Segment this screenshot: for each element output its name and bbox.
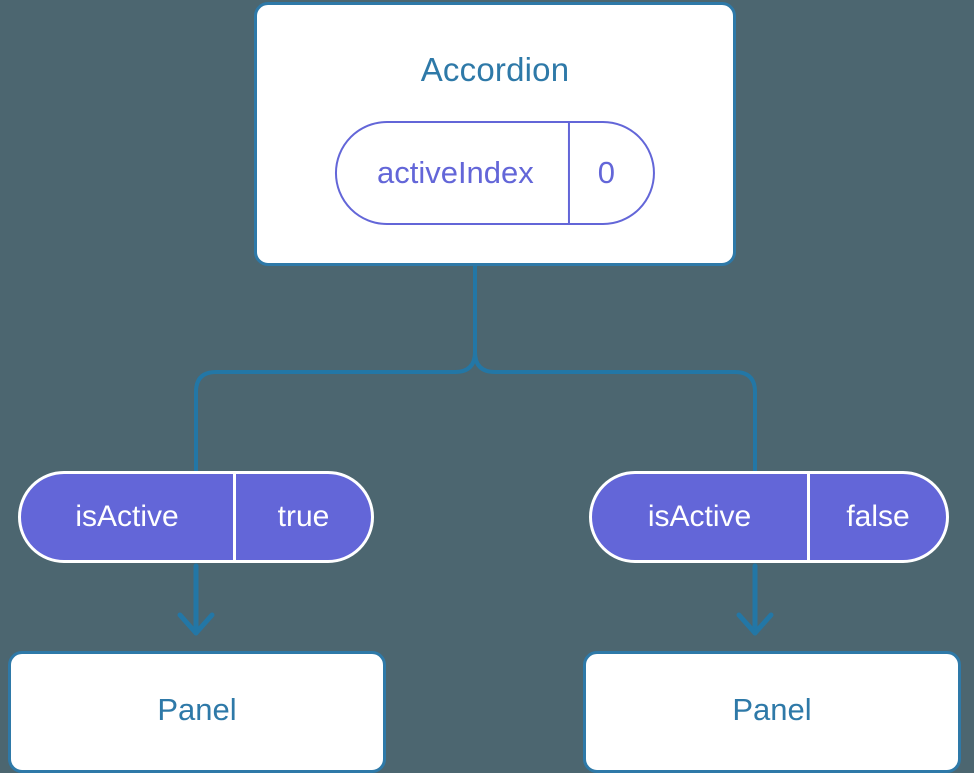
left-panel-title: Panel [157, 692, 237, 727]
right-panel-title: Panel [732, 692, 812, 727]
accordion-component-card[interactable]: Accordion activeIndex 0 [254, 2, 736, 266]
accordion-state-key: activeIndex [337, 123, 570, 223]
left-prop-pill[interactable]: isActive true [18, 471, 374, 563]
arrow-right-down-icon [736, 563, 774, 636]
accordion-title: Accordion [420, 51, 570, 88]
arrow-left-down-icon [177, 563, 215, 636]
left-panel-card[interactable]: Panel [8, 651, 386, 773]
left-prop-key: isActive [21, 474, 236, 560]
accordion-state-value: 0 [597, 155, 616, 190]
right-prop-value: false [846, 500, 910, 533]
accordion-state-pill[interactable]: activeIndex 0 [334, 121, 656, 225]
right-panel-card[interactable]: Panel [583, 651, 961, 773]
left-prop-value: true [277, 500, 330, 533]
right-prop-key: isActive [592, 474, 810, 560]
connector-to-right-child [473, 264, 757, 473]
connector-to-left-child [194, 264, 477, 473]
right-prop-pill[interactable]: isActive false [589, 471, 949, 563]
